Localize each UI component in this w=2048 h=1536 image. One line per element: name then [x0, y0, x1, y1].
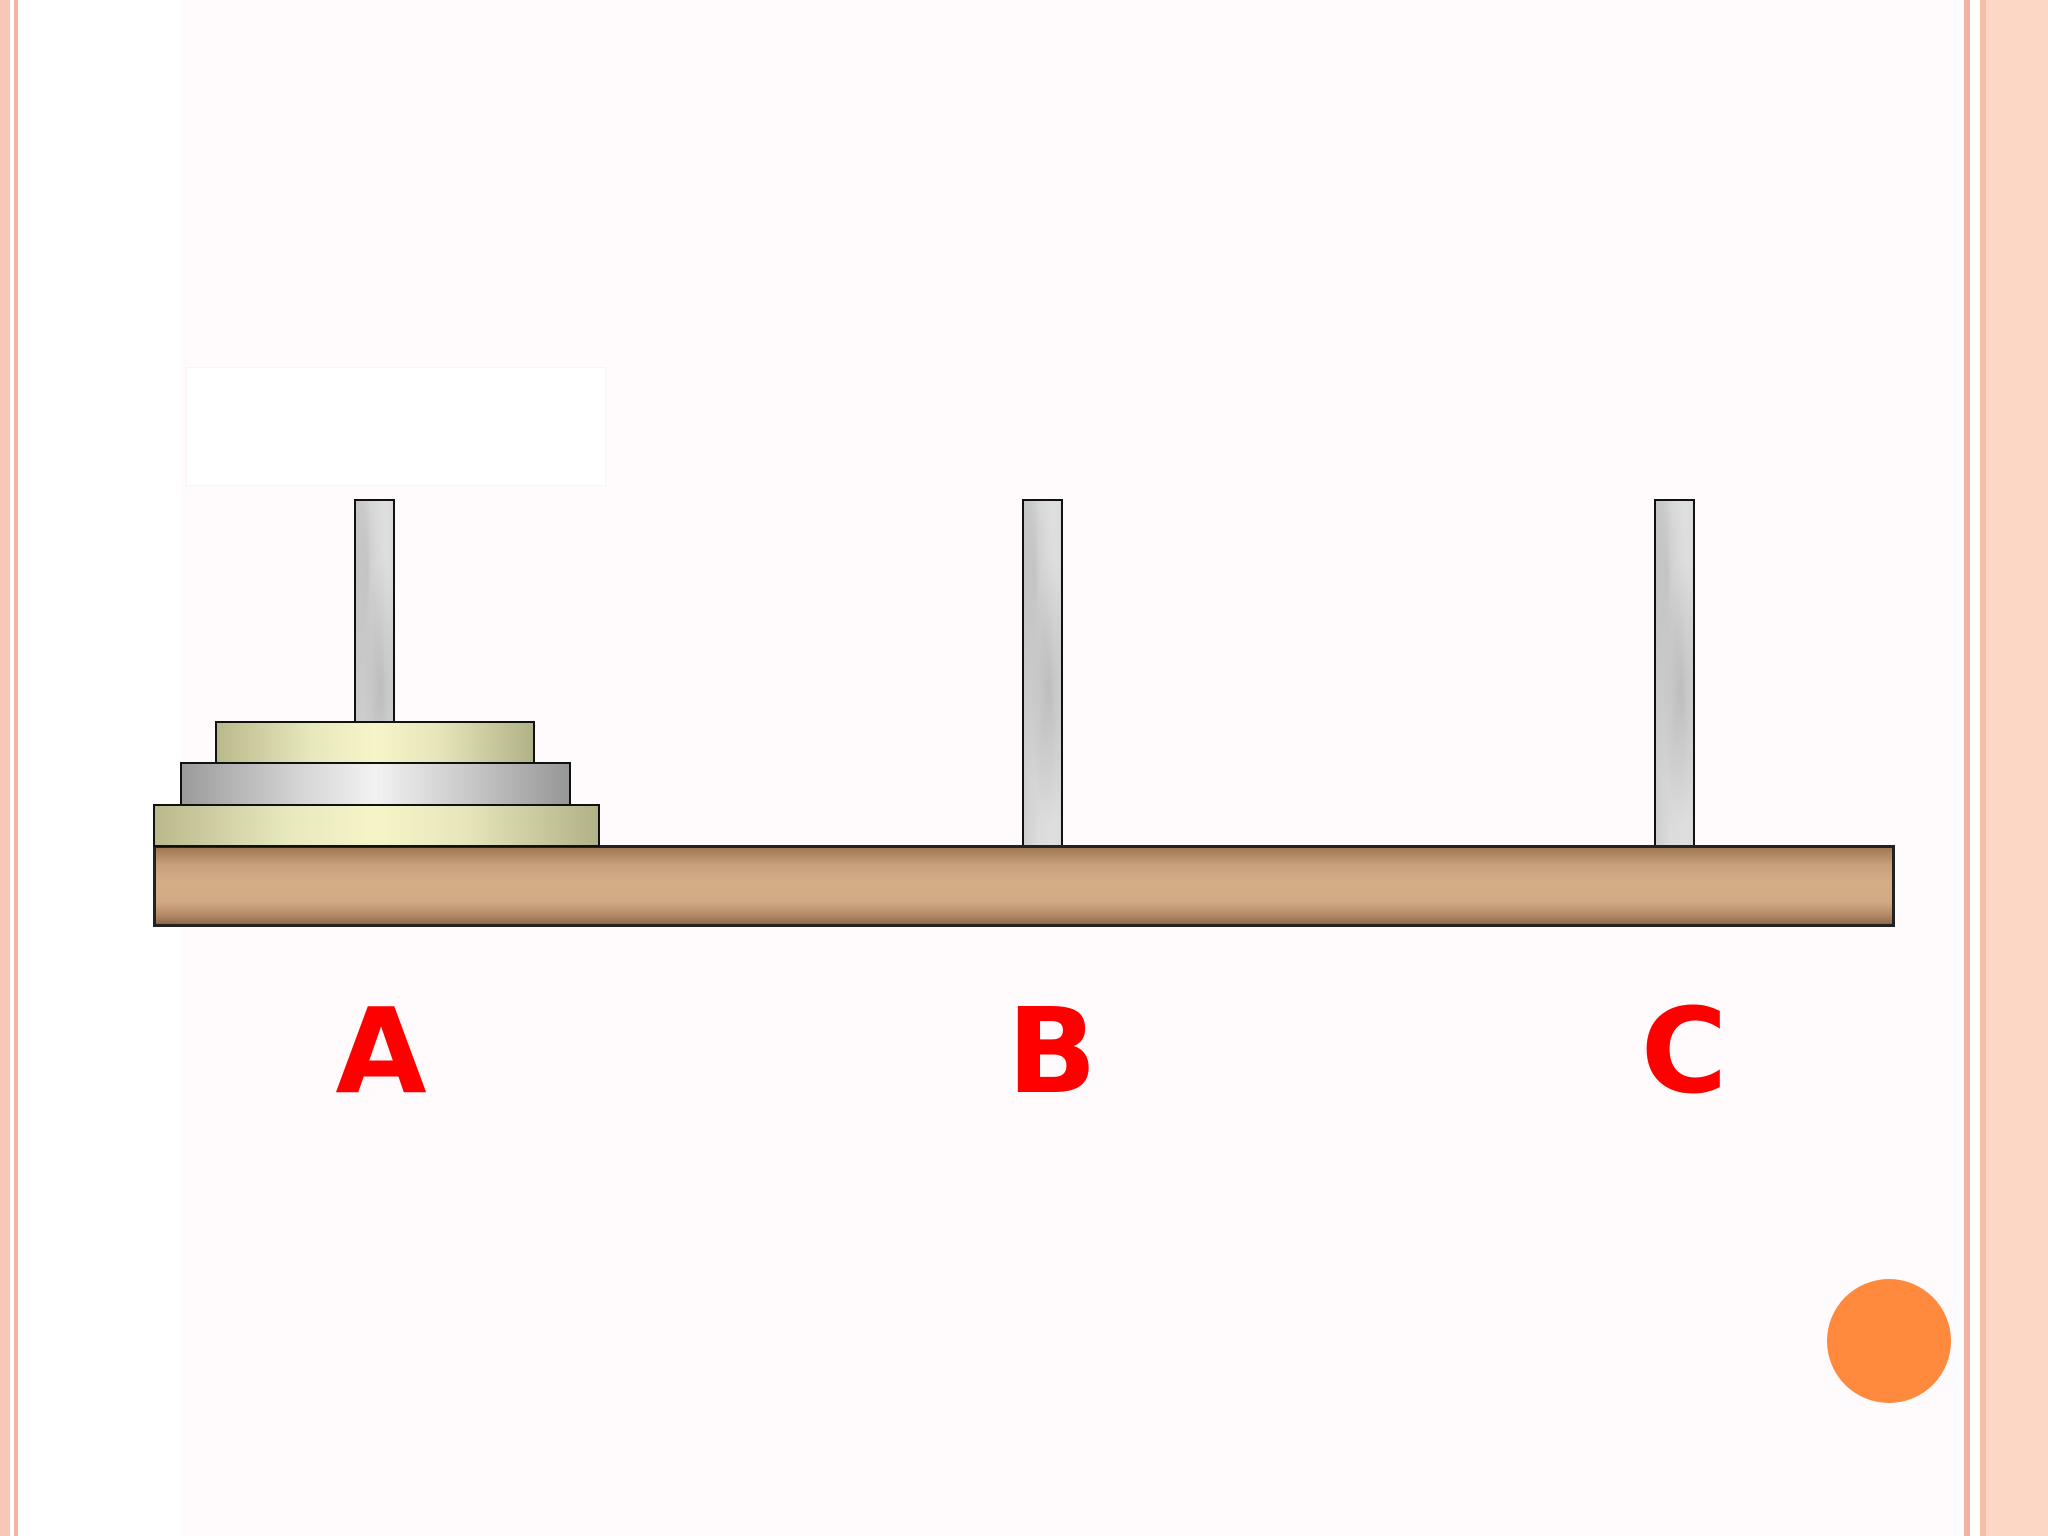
peg-c — [1654, 499, 1695, 847]
disk-large — [153, 804, 600, 847]
base-board — [153, 845, 1895, 927]
peg-b — [1022, 499, 1063, 847]
right-border-decoration — [1960, 0, 2048, 1536]
peg-label-a: A — [311, 986, 451, 1116]
orange-circle-icon — [1827, 1279, 1951, 1403]
blank-placeholder-box — [186, 367, 606, 486]
disk-small — [215, 721, 535, 764]
disk-medium — [180, 762, 571, 806]
peg-label-c: C — [1614, 986, 1754, 1116]
left-border-decoration — [0, 0, 24, 1536]
peg-label-b: B — [982, 986, 1122, 1116]
